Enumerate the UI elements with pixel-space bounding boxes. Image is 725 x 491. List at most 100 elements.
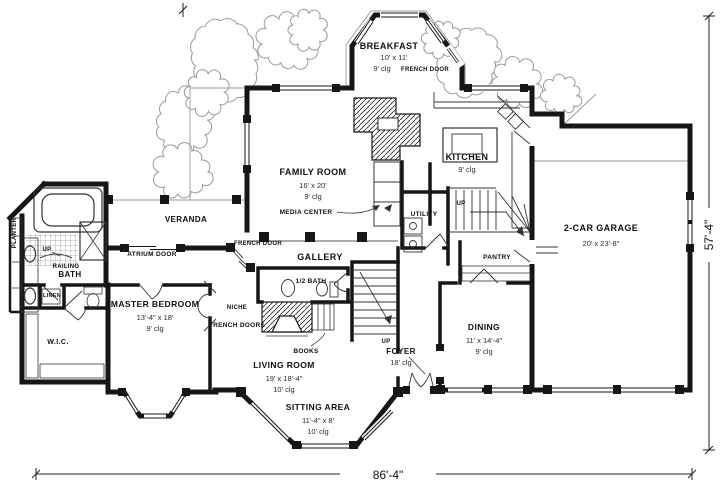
garden-tub (33, 187, 103, 233)
linen-shelves (41, 288, 61, 305)
veranda-post (232, 195, 241, 204)
label-french-doors-bedroom: FRENCH DOORS (209, 322, 266, 329)
utility-machines (403, 217, 423, 253)
shrub-sketch (539, 73, 583, 115)
garage-entry-doors (513, 130, 531, 263)
fixtures (11, 92, 532, 379)
kitchen-island (442, 127, 498, 163)
label-utility: UTILITY (411, 211, 438, 218)
label-veranda: VERANDA (165, 215, 207, 224)
label-family-room-size: 16' x 20' (299, 181, 327, 190)
dimension-lines (31, 3, 715, 480)
label-up-main-stairs: UP (382, 339, 391, 345)
label-half-bath: 1/2 BATH (296, 278, 327, 285)
label-books: BOOKS (293, 348, 319, 355)
bedroom-french-door-leaves (203, 280, 217, 332)
pantry-shelves (461, 265, 531, 282)
media-center-cabinet (373, 161, 401, 227)
label-breakfast-clg: 9' clg (373, 64, 390, 73)
label-planter: PLANTER (12, 217, 18, 248)
label-family-room-name: FAMILY ROOM (280, 167, 347, 177)
label-garage-size: 20' x 23'-8" (583, 239, 620, 248)
label-foyer-name: FOYER (386, 347, 416, 356)
label-niche: NICHE (227, 305, 247, 311)
post (357, 232, 367, 242)
back-stairs (448, 187, 531, 237)
label-kitchen-name: KITCHEN (446, 152, 489, 162)
shrub-sketch (287, 8, 328, 52)
master-toilet (83, 286, 103, 309)
planter-wall (8, 216, 22, 314)
firebox (377, 117, 399, 131)
niche-arc (197, 293, 211, 319)
planter-box (11, 217, 23, 289)
label-atrium-door: ATRIUM DOOR (127, 251, 176, 258)
label-french-door-gallery: FRENCH DOOR (234, 241, 282, 247)
label-sitting-clg: 10' clg (307, 427, 328, 436)
shrub-sketch (183, 69, 230, 117)
label-family-room-clg: 9' clg (304, 192, 321, 201)
label-overall-depth: 57'-4" (702, 220, 716, 251)
vanity-sink (23, 245, 37, 263)
roofline-sketch (103, 10, 688, 248)
label-gallery: GALLERY (297, 252, 342, 262)
label-railing: RAILING (53, 264, 80, 270)
label-bath: BATH (58, 270, 81, 279)
fireplaces (261, 97, 421, 337)
label-sitting-name: SITTING AREA (286, 402, 350, 412)
interior-walls (20, 160, 534, 394)
label-dining-name: DINING (468, 322, 500, 332)
label-pantry: PANTRY (483, 254, 511, 261)
vanity-sink (23, 287, 37, 305)
shower (79, 221, 107, 261)
garden-tub-basin (41, 193, 95, 227)
label-garage-name: 2-CAR GARAGE (564, 223, 638, 233)
label-linen: LINEN (43, 293, 61, 299)
label-breakfast-size: 10' x 11' (381, 53, 408, 62)
tile-floor (26, 234, 78, 266)
veranda-post (160, 195, 169, 204)
label-living-clg: 10' clg (273, 385, 294, 394)
corner-sink-basin (507, 113, 524, 130)
half-bath-fixtures (281, 279, 339, 298)
labels: BREAKFAST 10' x 11' 9' clg FRENCH DOOR F… (12, 41, 716, 482)
label-master-clg: 9' clg (146, 324, 163, 333)
veranda-post (104, 195, 113, 204)
kitchen-counters (433, 92, 532, 229)
wic-door (63, 307, 87, 321)
french-door-breakfast (446, 47, 460, 64)
corner-sink-basin (497, 103, 514, 120)
post (305, 232, 315, 242)
label-breakfast-name: BREAKFAST (360, 41, 419, 51)
label-french-door-breakfast: FRENCH DOOR (401, 67, 449, 73)
label-living-name: LIVING ROOM (253, 360, 315, 370)
toilet-room-door (65, 290, 83, 307)
label-media-center: MEDIA CENTER (280, 209, 333, 216)
label-sitting-size: 11'-4" x 8' (302, 416, 335, 425)
label-master-size: 13'-4" x 18' (137, 313, 174, 322)
main-stairs (354, 269, 396, 335)
label-up-back-stairs: UP (457, 201, 466, 207)
column-posts (104, 195, 398, 242)
wic-shelves (25, 313, 105, 379)
label-dining-clg: 9' clg (475, 347, 492, 356)
label-kitchen-clg: 9' clg (458, 165, 475, 174)
living-room-fireplace (261, 301, 313, 337)
label-overall-width: 86'-4" (373, 468, 404, 482)
garage-step (536, 246, 558, 254)
label-living-size: 19' x 18'-4" (266, 374, 303, 383)
label-wic: W.I.C. (47, 339, 68, 346)
jamb-blocks (118, 84, 694, 449)
label-up-bath: UP (43, 247, 52, 253)
windows (124, 11, 694, 450)
label-master-name: MASTER BEDROOM (111, 299, 199, 309)
label-foyer-clg: 18' clg (390, 358, 411, 367)
label-dining-size: 11' x 14'-4" (466, 336, 503, 345)
master-bedroom-door (139, 284, 163, 300)
utility-door (425, 233, 449, 249)
vanity-counter (21, 237, 39, 313)
bookshelf (311, 303, 335, 331)
shrub-sketch (491, 55, 544, 109)
leader-lines (310, 205, 426, 375)
